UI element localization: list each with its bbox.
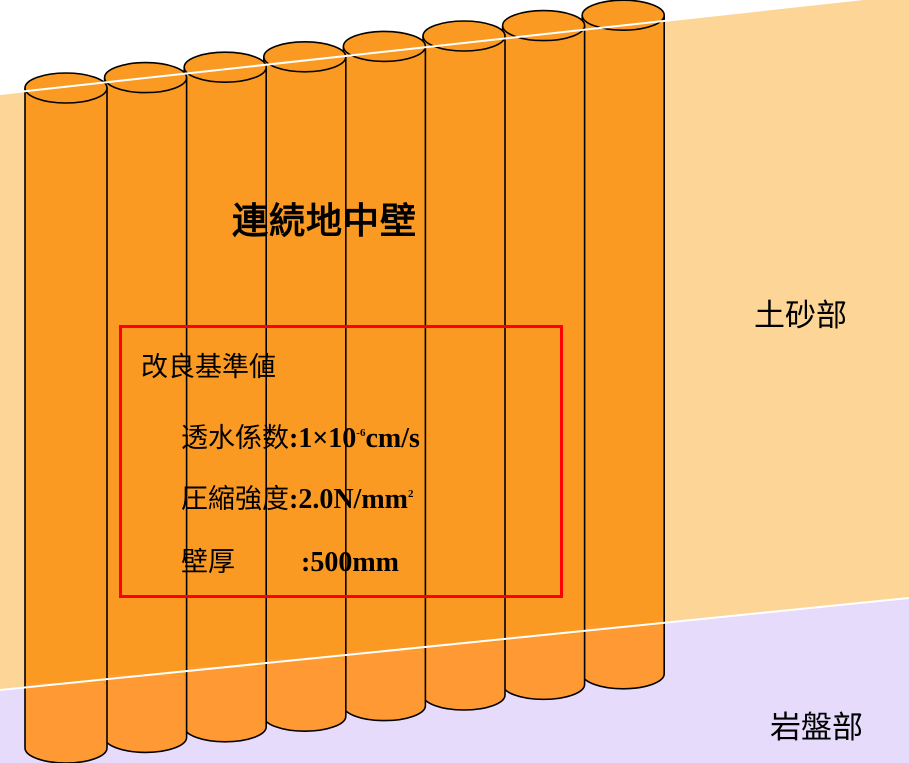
rock-zone-label: 岩盤部 (770, 710, 863, 746)
strength-label: 圧縮強度 (181, 484, 289, 515)
pile-column (342, 30, 427, 722)
pile-column (183, 51, 267, 743)
rock-boundary-line (0, 597, 909, 691)
pile-column (581, 0, 665, 690)
thickness-row: 壁厚 :500mm (181, 540, 399, 579)
strength-value: :2.0N/mm2 (289, 484, 414, 515)
permeability-label: 透水係数 (181, 423, 289, 454)
pile-column (103, 61, 188, 754)
standards-heading: 改良基準値 (141, 352, 276, 383)
pile-column (262, 40, 347, 732)
ground-surface-line (0, 0, 864, 95)
soil-zone-label: 土砂部 (754, 298, 847, 334)
wall-title: 連続地中壁 (232, 201, 418, 242)
strength-row: 圧縮強度:2.0N/mm2 (181, 477, 413, 516)
improvement-standards-box (119, 325, 563, 598)
permeability-row: 透水係数:1×10-6cm/s (181, 416, 420, 455)
permeability-value: :1×10-6cm/s (289, 423, 420, 454)
pile-column (24, 72, 108, 763)
thickness-value: :500mm (301, 547, 399, 578)
pile-columns (24, 0, 665, 763)
thickness-label: 壁厚 (181, 547, 235, 578)
pile-column (422, 20, 506, 711)
pile-column (501, 9, 586, 701)
